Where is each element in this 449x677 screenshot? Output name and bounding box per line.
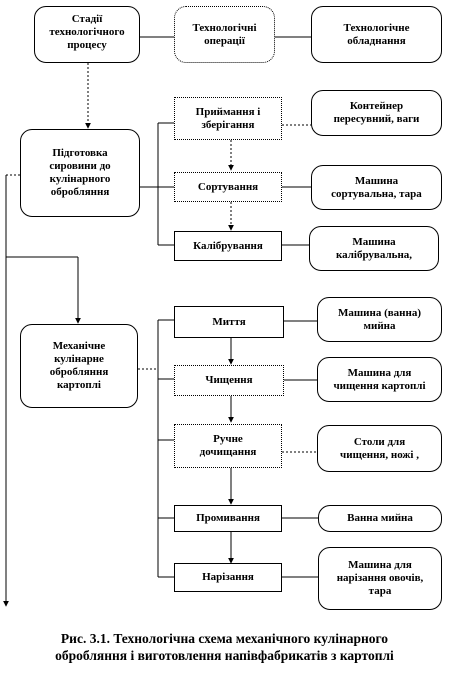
stage-mechanical-line4: картоплі — [57, 379, 101, 391]
equipment-peeling-machine-line1: Машина для — [347, 366, 412, 379]
header-stages-line3: процесу — [67, 39, 107, 51]
operation-sorting-box: Сортування — [174, 172, 282, 202]
equipment-washing-machine-box: Машина (ванна) мийна — [317, 297, 442, 342]
operation-peeling-box: Чищення — [174, 365, 284, 396]
header-operations-line1: Технологічні — [192, 21, 257, 34]
figure-caption: Рис. 3.1. Технологічна схема механічного… — [0, 630, 449, 664]
equipment-cutting-machine-line1: Машина для — [348, 559, 412, 571]
stage-mechanical-box: Механічне кулінарне обробляння картоплі — [20, 324, 138, 408]
header-equipment-line2: обладнання — [347, 34, 406, 47]
equipment-peeling-machine-line2: чищення картоплі — [333, 379, 426, 392]
operation-calibration-box: Калібрування — [174, 231, 282, 261]
equipment-tables-line1: Столи для — [353, 435, 406, 448]
equipment-bath-line1: Ванна мийна — [347, 512, 413, 524]
figure-caption-line2: обробляння і виготовлення напівфабрикаті… — [55, 648, 394, 663]
figure-caption-line1: Рис. 3.1. Технологічна схема механічного… — [60, 631, 389, 646]
equipment-sorting-machine-line2: сортувальна, тара — [331, 187, 422, 200]
equipment-bath-box: Ванна мийна — [318, 505, 442, 532]
stage-preparation-line2: сировини до — [49, 160, 111, 172]
equipment-container-box: Контейнер пересувний, ваги — [311, 90, 442, 136]
operation-manual-peeling-line1: Ручне — [213, 433, 243, 445]
equipment-tables-box: Столи для чищення, ножі , — [317, 425, 442, 472]
stage-mechanical-line3: обробляння — [49, 366, 109, 378]
equipment-container-line2: пересувний, ваги — [333, 113, 420, 125]
operation-sorting-line1: Сортування — [197, 180, 259, 193]
header-stages-line1: Стадії — [71, 13, 103, 25]
operation-rinsing-box: Промивання — [174, 505, 282, 532]
header-stages-box: Стадії технологічного процесу — [34, 6, 140, 63]
operation-receiving-line1: Приймання і — [195, 105, 261, 118]
header-equipment-line1: Технологічне — [343, 21, 410, 34]
header-equipment-box: Технологічне обладнання — [311, 6, 442, 63]
equipment-peeling-machine-box: Машина для чищення картоплі — [317, 357, 442, 402]
stage-preparation-box: Підготовка сировини до кулінарного оброб… — [20, 129, 140, 217]
header-stages-line2: технологічного — [49, 26, 125, 38]
operation-calibration-line1: Калібрування — [193, 239, 263, 252]
operation-receiving-line2: зберігання — [201, 118, 255, 131]
operation-cutting-box: Нарізання — [174, 563, 282, 592]
operation-washing-box: Миття — [174, 306, 284, 338]
header-operations-box: Технологічні операції — [174, 6, 275, 63]
header-operations-line2: операції — [204, 34, 245, 47]
equipment-cutting-machine-line3: тара — [368, 585, 392, 597]
equipment-cutting-machine-box: Машина для нарізання овочів, тара — [318, 547, 442, 610]
stage-preparation-line3: кулінарного — [49, 173, 111, 185]
equipment-container-line1: Контейнер — [349, 100, 404, 112]
operation-manual-peeling-line2: дочищання — [199, 446, 257, 458]
equipment-sorting-machine-line1: Машина — [354, 174, 399, 187]
operation-washing-line1: Миття — [212, 315, 246, 328]
operation-rinsing-line1: Промивання — [196, 512, 260, 524]
equipment-sorting-machine-box: Машина сортувальна, тара — [311, 165, 442, 210]
stage-mechanical-line2: кулінарне — [54, 353, 104, 365]
equipment-cutting-machine-line2: нарізання овочів, — [336, 572, 424, 584]
operation-peeling-line1: Чищення — [205, 374, 253, 386]
equipment-washing-machine-line2: мийна — [363, 319, 396, 332]
stage-preparation-line4: обробляння — [50, 186, 110, 198]
operation-manual-peeling-box: Ручне дочищання — [174, 424, 282, 468]
operation-receiving-box: Приймання і зберігання — [174, 97, 282, 140]
equipment-calibration-machine-box: Машина калібрувальна, — [309, 226, 439, 271]
stage-preparation-line1: Підготовка — [52, 147, 108, 159]
equipment-tables-line2: чищення, ножі , — [340, 448, 419, 461]
equipment-calibration-machine-line1: Машина — [352, 235, 396, 248]
stage-mechanical-line1: Механічне — [52, 340, 106, 352]
operation-cutting-line1: Нарізання — [202, 571, 254, 583]
equipment-calibration-machine-line2: калібрувальна, — [335, 248, 413, 261]
equipment-washing-machine-line1: Машина (ванна) — [337, 306, 422, 319]
